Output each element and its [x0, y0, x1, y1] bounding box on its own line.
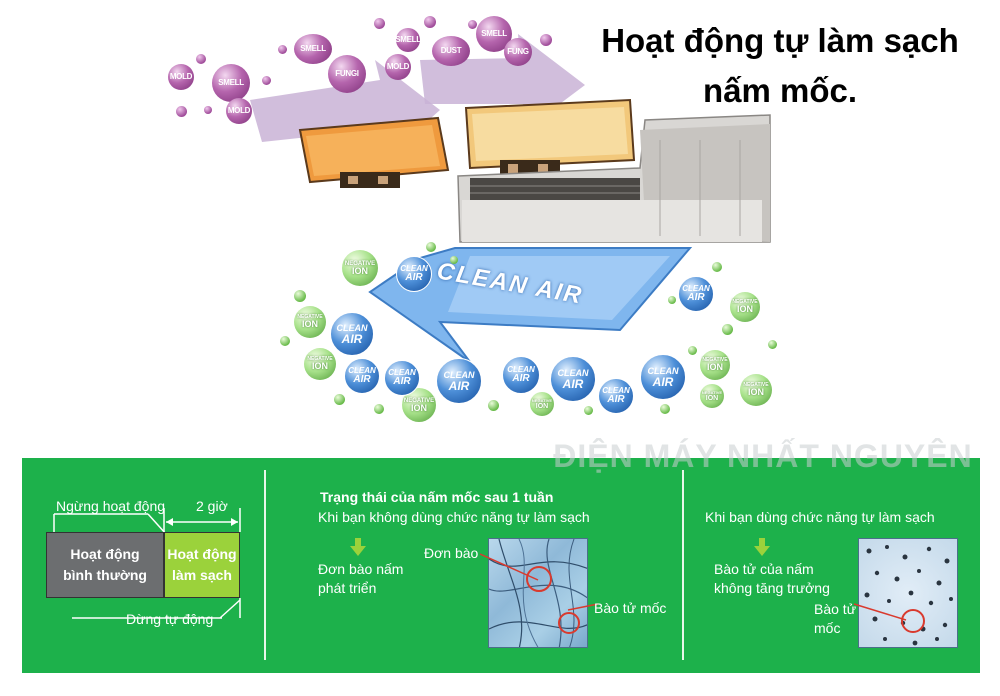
- particle-dot: [176, 106, 187, 117]
- ion-dot: [668, 296, 676, 304]
- ion-dot: [488, 400, 499, 411]
- with-clean-subtitle: Khi bạn dùng chức năng tự làm sạch: [705, 509, 935, 525]
- mold-bubble: MOLD: [226, 98, 252, 124]
- spore-label-right: Bào tử mốc: [814, 600, 856, 638]
- ion-dot: [584, 406, 593, 415]
- particle-dot: [468, 20, 477, 29]
- ion-dot: [660, 404, 670, 414]
- ion-dot: [374, 404, 384, 414]
- panel-divider: [264, 470, 266, 660]
- watermark: ĐIỆN MÁY NHẤT NGUYÊN: [553, 438, 973, 474]
- clean-operation-box: Hoạt động làm sạch: [164, 532, 240, 598]
- down-arrow-icon: [754, 546, 770, 556]
- down-arrow-stem: [759, 538, 765, 546]
- timeline-lines: [53, 508, 241, 619]
- ion-dot: [768, 340, 777, 349]
- particle-dot: [278, 45, 287, 54]
- spore-no-growth-text: Bào tử của nấm không tăng trưởng: [714, 560, 830, 598]
- growth-line: phát triển: [318, 580, 377, 596]
- normal-operation-line: bình thường: [63, 567, 147, 583]
- mold-cell-growth-text: Đơn bào nấm phát triển: [318, 560, 403, 598]
- mold-bubble: MOLD: [385, 54, 411, 80]
- ion-dot: [688, 346, 697, 355]
- clean-operation-line: làm sạch: [172, 567, 232, 583]
- stop-operation-label: Ngừng hoạt động: [56, 498, 166, 514]
- particle-dot: [540, 34, 552, 46]
- pointer-lines: [479, 553, 599, 611]
- smell-bubble: SMELL: [212, 64, 250, 102]
- ion-dot: [334, 394, 345, 405]
- page-title-line: Hoạt động tự làm sạch: [601, 22, 959, 59]
- ion-dot: [426, 242, 436, 252]
- mold-status-title: Trạng thái của nấm mốc sau 1 tuần: [320, 489, 554, 505]
- down-arrow-icon: [350, 546, 366, 556]
- cell-label: Đơn bào: [424, 545, 479, 561]
- fungi-bubble: FUNGI: [328, 55, 366, 93]
- spore-label: Bào tử mốc: [594, 600, 667, 616]
- spore-line: Bào tử: [814, 601, 857, 617]
- particle-dot: [204, 106, 212, 114]
- page-title-line: nấm mốc.: [702, 72, 858, 109]
- ion-dot: [722, 324, 733, 335]
- panel-divider: [682, 470, 684, 660]
- ion-dot: [294, 290, 306, 302]
- particle-dot: [424, 16, 436, 28]
- without-clean-subtitle: Khi bạn không dùng chức năng tự làm sạch: [318, 509, 590, 525]
- down-arrow-stem: [355, 538, 361, 546]
- particle-dot: [196, 54, 206, 64]
- smell-bubble: SMELL: [395, 28, 421, 52]
- growth-line: Đơn bào nấm: [318, 561, 404, 577]
- mold-micrograph-growth: [488, 538, 588, 648]
- ion-dot: [280, 336, 290, 346]
- auto-stop-label: Dừng tự động: [126, 611, 214, 627]
- mold-bubble: MOLD: [168, 64, 194, 90]
- normal-operation-box: Hoạt động bình thường: [46, 532, 164, 598]
- particle-dot: [262, 76, 271, 85]
- duration-label: 2 giờ: [196, 498, 228, 514]
- page-title: Hoạt động tự làm sạch nấm mốc.: [560, 16, 1000, 116]
- dust-bubble: DUST: [432, 36, 470, 66]
- no-growth-line: không tăng trưởng: [714, 580, 830, 596]
- smell-bubble: SMELL: [294, 34, 332, 64]
- pointer-lines: [853, 603, 907, 621]
- particle-dot: [374, 18, 385, 29]
- air-conditioner-illustration: [250, 34, 771, 363]
- clean-operation-line: Hoạt động: [167, 546, 237, 562]
- ion-dot: [712, 262, 722, 272]
- spore-line: mốc: [814, 620, 841, 636]
- mold-micrograph-clean: [858, 538, 958, 648]
- ion-dot: [450, 256, 458, 264]
- normal-operation-line: Hoạt động: [70, 546, 140, 562]
- no-growth-line: Bào tử của nấm: [714, 561, 814, 577]
- fungi-bubble: FUNG: [504, 38, 532, 66]
